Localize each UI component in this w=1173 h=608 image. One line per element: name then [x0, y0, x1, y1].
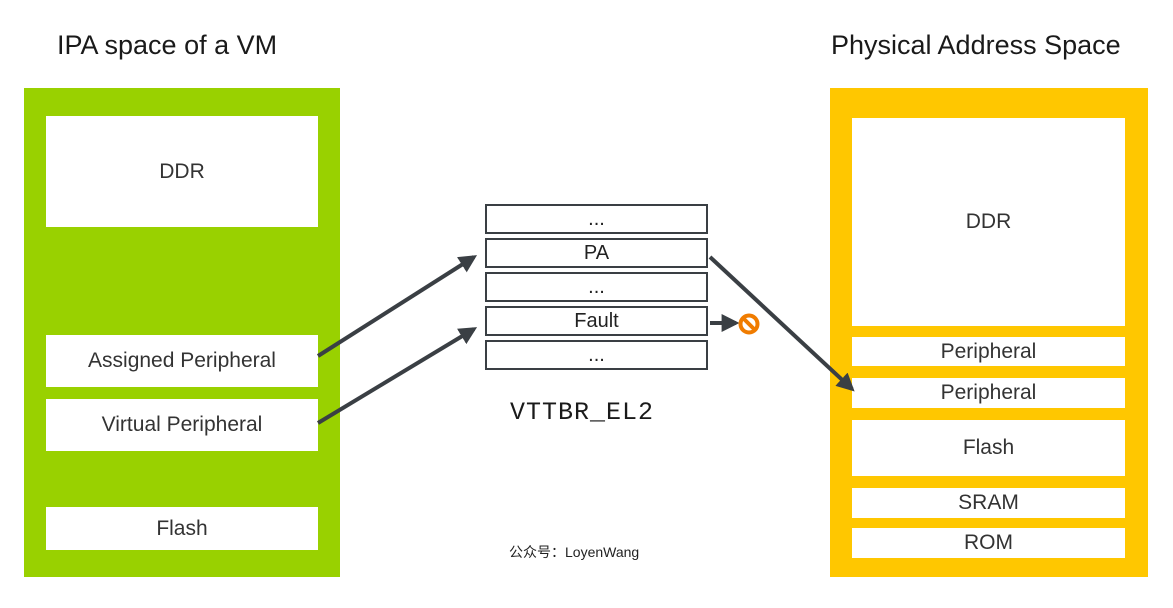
pa-region-peripheral-2: Peripheral — [852, 378, 1125, 408]
table-entry-fault: Fault — [485, 306, 708, 336]
pa-region-rom: ROM — [852, 528, 1125, 558]
ipa-space-panel: DDR Assigned Peripheral Virtual Peripher… — [24, 88, 340, 577]
ipa-region-virtual-peripheral: Virtual Peripheral — [46, 399, 318, 451]
watermark: 公众号：LoyenWang — [509, 544, 640, 560]
table-label: VTTBR_EL2 — [510, 398, 655, 427]
pa-region-sram: SRAM — [852, 488, 1125, 518]
physical-address-space-panel: DDR Peripheral Peripheral Flash SRAM ROM — [830, 88, 1148, 577]
ipa-region-flash: Flash — [46, 507, 318, 550]
table-entry-pa: PA — [485, 238, 708, 268]
arrow-virtual-to-fault — [316, 327, 478, 425]
blocked-icon — [738, 313, 760, 335]
right-panel-title: Physical Address Space — [831, 30, 1121, 60]
table-entry: ... — [485, 272, 708, 302]
pa-region-flash: Flash — [852, 420, 1125, 476]
ipa-region-assigned-peripheral: Assigned Peripheral — [46, 335, 318, 387]
pa-region-peripheral-1: Peripheral — [852, 337, 1125, 366]
left-panel-title: IPA space of a VM — [57, 30, 278, 60]
arrow-assigned-to-pa — [316, 255, 478, 358]
ipa-region-ddr: DDR — [46, 116, 318, 227]
translation-table: ... PA ... Fault ... — [485, 204, 708, 373]
table-entry: ... — [485, 340, 708, 370]
table-entry: ... — [485, 204, 708, 234]
pa-region-ddr: DDR — [852, 118, 1125, 326]
